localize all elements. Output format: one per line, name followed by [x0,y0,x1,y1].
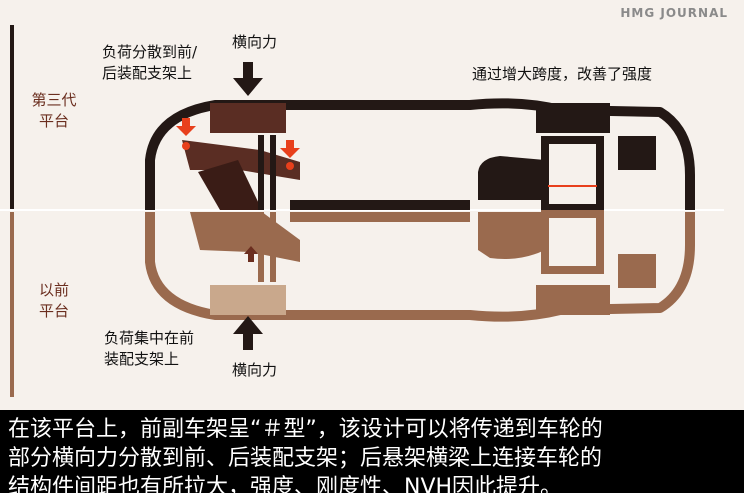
old-rear-beam [541,210,604,274]
new-center-post-a [258,135,264,210]
old-exhaust [290,212,470,222]
old-rear-mount [536,285,610,315]
new-fuel-tank [478,156,545,200]
top-right-note: 通过增大跨度，改善了强度 [472,65,653,83]
caption-line-1: 在该平台上，前副车架呈“＃型”，该设计可以将传递到车轮的 [8,417,603,442]
new-mount-point-right [286,162,294,170]
new-rear-beam [541,136,604,212]
bottom-note: 负荷集中在前 装配支架上 [104,329,195,368]
old-body-outline [145,212,695,322]
new-exhaust [290,200,470,210]
old-force-arrow [233,316,263,350]
old-platform-bar [10,212,14,397]
new-mount-point-left [182,142,190,150]
old-fuel-tank [478,212,545,259]
new-rear-damper [618,136,656,170]
old-center-post-b [270,212,276,282]
old-front-mount [210,285,286,315]
old-platform-chassis [145,210,695,350]
brand-watermark: HMG JOURNAL [620,6,728,20]
new-force-arrow [233,62,263,96]
new-body-outline [145,98,695,210]
caption-box: 在该平台上，前副车架呈“＃型”，该设计可以将传递到车轮的 部分横向力分散到前、后… [0,410,744,493]
bottom-force-label: 横向力 [232,361,278,379]
new-platform-chassis [145,62,695,212]
new-red-arrow-left [176,118,196,136]
new-front-arm [198,160,262,210]
caption-line-2: 部分横向力分散到前、后装配支架；后悬架横梁上连接车轮的 [8,446,603,471]
top-force-label: 横向力 [232,33,278,51]
top-left-note: 负荷分散到前/ 后装配支架上 [102,43,198,82]
new-red-arrow-right [280,140,300,158]
chassis-drawing [0,25,724,397]
old-rear-damper [618,254,656,288]
new-center-post-b [270,135,276,210]
chassis-diagram: 负荷分散到前/ 后装配支架上 横向力 通过增大跨度，改善了强度 第三代 平台 以… [0,25,724,397]
old-platform-label: 以前 平台 [38,281,69,320]
old-small-arrow [244,246,258,262]
new-platform-label: 第三代 平台 [31,91,77,130]
caption-line-3: 结构件间距也有所拉大，强度、刚度性、NVH因此提升。 [8,475,563,493]
old-front-subframe [190,212,300,262]
new-rear-mount [536,103,610,133]
new-platform-bar [10,25,14,210]
new-front-mount [210,103,286,133]
old-center-post-a [258,212,264,282]
